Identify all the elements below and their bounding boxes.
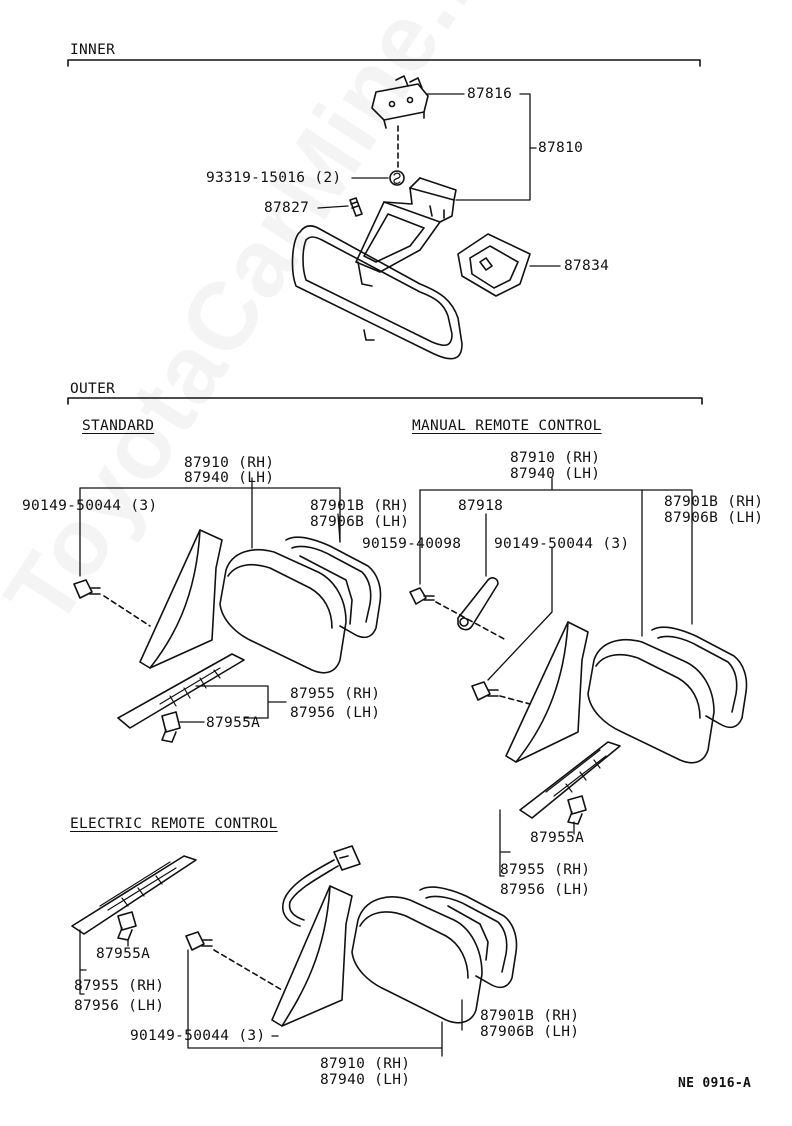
manual-label-87910: 87910 (RH) bbox=[510, 450, 601, 466]
electric-label-87955a: 87955A bbox=[96, 946, 151, 962]
std-label-87901b: 87901B (RH) bbox=[310, 498, 410, 514]
section-manual-heading: MANUAL REMOTE CONTROL bbox=[412, 418, 602, 434]
inner-section-bracket bbox=[67, 59, 701, 67]
outer-section-bracket bbox=[67, 397, 703, 405]
label-87834: 87834 bbox=[564, 258, 610, 274]
std-label-87955: 87955 (RH) bbox=[290, 686, 381, 702]
electric-label-87955: 87955 (RH) bbox=[74, 978, 165, 994]
manual-mirror-glass bbox=[651, 626, 748, 729]
manual-mirror-base bbox=[505, 621, 589, 763]
std-label-87906b: 87906B (LH) bbox=[310, 514, 410, 530]
std-label-87956: 87956 (LH) bbox=[290, 705, 381, 721]
electric-label-87906b: 87906B (LH) bbox=[480, 1024, 580, 1040]
manual-label-87906b: 87906B (LH) bbox=[664, 510, 764, 526]
std-label-bolt: 90149-50044 (3) bbox=[22, 498, 158, 514]
electric-bracket bbox=[71, 855, 197, 935]
inner-pin-87827 bbox=[349, 197, 363, 217]
std-dash-line bbox=[103, 595, 151, 627]
section-electric-heading: ELECTRIC REMOTE CONTROL bbox=[70, 816, 278, 832]
manual-label-87901b: 87901B (RH) bbox=[664, 494, 764, 510]
std-bracket bbox=[117, 653, 245, 729]
section-inner-heading: INNER bbox=[70, 42, 116, 58]
std-bolt bbox=[73, 579, 101, 599]
std-label-87940: 87940 (LH) bbox=[184, 470, 275, 486]
std-label-87955a: 87955A bbox=[206, 715, 261, 731]
section-standard-heading: STANDARD bbox=[82, 418, 155, 434]
std-label-87910: 87910 (RH) bbox=[184, 455, 275, 471]
std-mirror-housing bbox=[219, 548, 347, 674]
manual-knob-87918 bbox=[457, 577, 499, 631]
label-87816: 87816 bbox=[467, 86, 513, 102]
electric-bolt bbox=[185, 931, 213, 951]
manual-bracket bbox=[519, 741, 621, 819]
electric-mirror-housing bbox=[351, 896, 483, 1024]
inner-mirror-stay bbox=[355, 177, 457, 287]
electric-mirror-glass bbox=[419, 886, 518, 989]
manual-dash-line-1 bbox=[435, 601, 507, 641]
inner-cover-87834 bbox=[457, 233, 531, 297]
manual-label-87955a: 87955A bbox=[530, 830, 585, 846]
manual-bolt bbox=[471, 681, 499, 701]
std-leaders bbox=[79, 477, 341, 723]
std-mirror-base bbox=[139, 529, 223, 669]
manual-screw bbox=[409, 587, 435, 605]
electric-clip bbox=[117, 911, 137, 941]
inner-mirror-mount-87816 bbox=[371, 75, 429, 129]
manual-label-87955: 87955 (RH) bbox=[500, 862, 591, 878]
label-87827: 87827 bbox=[264, 200, 310, 216]
inner-screw-s bbox=[389, 170, 405, 186]
electric-connector bbox=[282, 845, 361, 927]
electric-label-bolt: 90149-50044 (3) bbox=[130, 1028, 266, 1044]
electric-label-87956: 87956 (LH) bbox=[74, 998, 165, 1014]
diagram-reference-code: NE 0916-A bbox=[678, 1076, 752, 1091]
manual-mirror-housing bbox=[587, 638, 715, 764]
manual-label-87956: 87956 (LH) bbox=[500, 882, 591, 898]
electric-label-87901b: 87901B (RH) bbox=[480, 1008, 580, 1024]
manual-leaders bbox=[419, 477, 693, 877]
electric-label-87910: 87910 (RH) bbox=[320, 1056, 411, 1072]
label-93319-15016: 93319-15016 (2) bbox=[206, 170, 342, 186]
electric-dash-line bbox=[213, 949, 283, 991]
electric-label-87940: 87940 (LH) bbox=[320, 1072, 411, 1088]
std-mirror-glass bbox=[285, 536, 382, 639]
manual-clip bbox=[567, 795, 587, 825]
std-clip bbox=[161, 711, 181, 743]
manual-label-bolt: 90149-50044 (3) bbox=[494, 536, 630, 552]
label-87810: 87810 bbox=[538, 140, 584, 156]
electric-mirror-base bbox=[271, 885, 353, 1027]
manual-dash-line-2 bbox=[499, 695, 531, 705]
manual-label-87940: 87940 (LH) bbox=[510, 466, 601, 482]
electric-leaders bbox=[79, 929, 463, 1057]
manual-label-90159-40098: 90159-40098 bbox=[362, 536, 462, 552]
inner-leaders bbox=[317, 93, 561, 267]
section-outer-heading: OUTER bbox=[70, 381, 116, 397]
manual-label-87918: 87918 bbox=[458, 498, 504, 514]
inner-mirror-body bbox=[291, 225, 463, 360]
